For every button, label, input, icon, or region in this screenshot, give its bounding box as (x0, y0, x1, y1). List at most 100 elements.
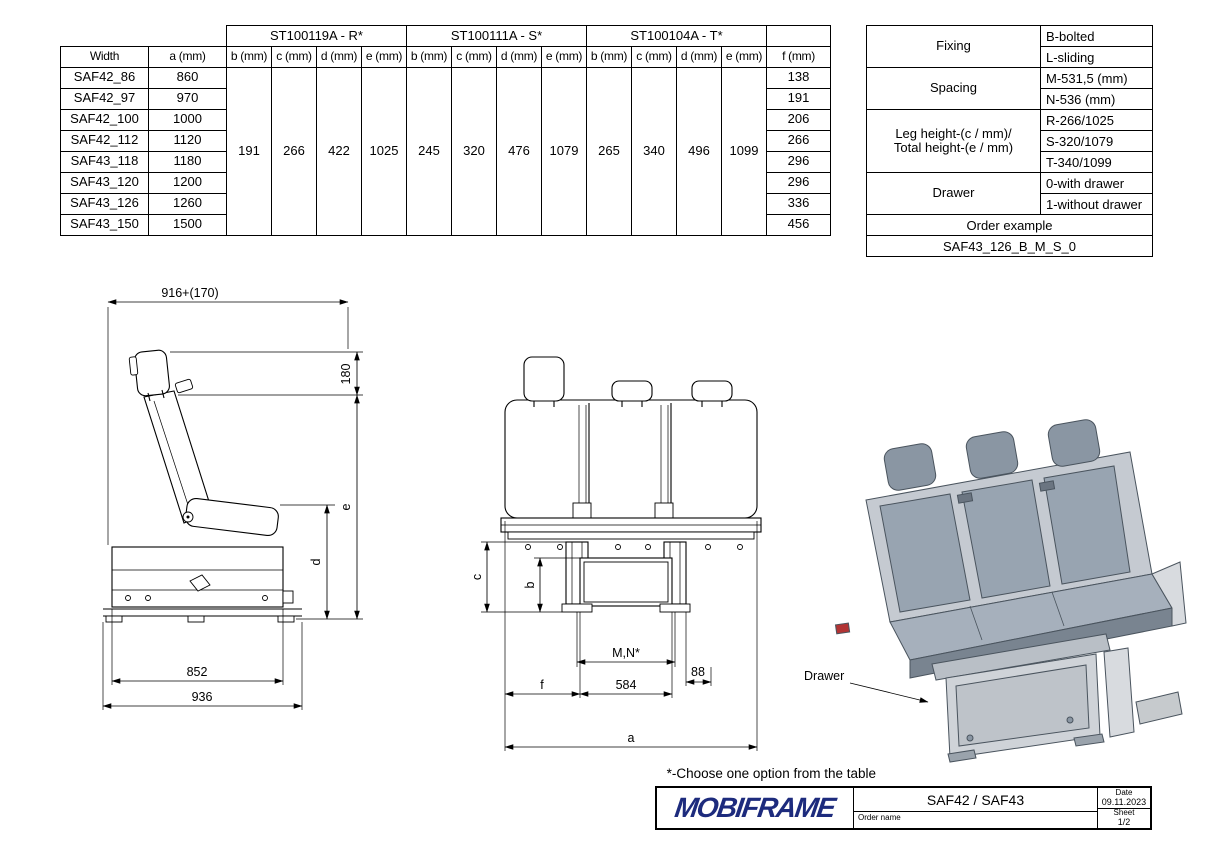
f-header: f (mm) (766, 45, 831, 68)
fixing-option: B-bolted (1040, 25, 1153, 47)
spacing-label: Spacing (866, 67, 1041, 110)
shared-b-cell: 245 (406, 66, 452, 236)
a-cell: 1180 (148, 150, 227, 173)
f-cell: 191 (766, 87, 831, 110)
width-cell: SAF43_120 (60, 171, 149, 194)
shared-b-cell: 191 (226, 66, 272, 236)
table-row: N-536 (mm) (867, 88, 1153, 110)
dim-label-d: d (309, 558, 323, 565)
table-row: T-340/1099 (867, 151, 1153, 173)
seat-side-profile (103, 349, 302, 623)
c-header: c (mm) (271, 45, 317, 68)
a-cell: 1120 (148, 129, 227, 152)
group-header-row: ST100119A - R* ST100111A - S* ST100104A … (61, 25, 831, 47)
table-row: Drawer 0-with drawer (866, 172, 1153, 215)
spacing-option: M-531,5 (mm) (1040, 67, 1153, 89)
blank-f-header (766, 25, 831, 47)
dim-label-mn: M,N* (612, 646, 640, 660)
date-label: Date (1115, 787, 1133, 797)
width-cell: SAF43_118 (60, 150, 149, 173)
title-block-middle: SAF42 / SAF43 Order name (854, 788, 1098, 828)
d-header: d (mm) (676, 45, 722, 68)
title-block: MOBIFRAME SAF42 / SAF43 Order name Date … (655, 786, 1152, 830)
sheet-cell: Sheet 1/2 (1098, 809, 1150, 828)
shared-d-cell: 496 (676, 66, 722, 236)
width-cell: SAF43_150 (60, 213, 149, 236)
drawer-label: Drawer (866, 172, 1041, 215)
order-name-label: Order name (858, 813, 901, 822)
table-row: SAF43_126 1260 336 (60, 192, 831, 215)
width-cell: SAF42_112 (60, 129, 149, 152)
mobiframe-logo: MOBIFRAME (657, 788, 854, 828)
heights-label: Leg height-(c / mm)/ Total height-(e / m… (866, 109, 1041, 173)
drawing-title: SAF42 / SAF43 (854, 788, 1097, 812)
blank-corner (61, 26, 227, 47)
bench-3d-render (834, 419, 1187, 763)
sheet-label: Sheet (1113, 808, 1135, 818)
date-cell: Date 09.11.2023 (1098, 787, 1150, 810)
width-cell: SAF43_126 (60, 192, 149, 215)
table-row: L-sliding (867, 46, 1153, 68)
title-block-right: Date 09.11.2023 Sheet 1/2 (1098, 788, 1150, 828)
spacing-option: N-536 (mm) (1040, 88, 1153, 110)
sheet-value: 1/2 (1117, 817, 1131, 828)
dimensions-table: ST100119A - R* ST100111A - S* ST100104A … (60, 25, 831, 236)
shared-e-cell: 1099 (721, 66, 767, 236)
d-header: d (mm) (316, 45, 362, 68)
f-cell: 336 (766, 192, 831, 215)
dim-label-88: 88 (691, 665, 705, 679)
table-row: SAF43_126_B_M_S_0 (866, 235, 1153, 257)
dim-label-a: a (628, 731, 635, 745)
dim-label-936: 936 (192, 690, 213, 704)
a-cell: 860 (148, 66, 227, 89)
table-row: Spacing M-531,5 (mm) (866, 67, 1153, 110)
height-option: S-320/1079 (1040, 130, 1153, 152)
dim-label-916: 916+(170) (161, 286, 218, 300)
b-header: b (mm) (226, 45, 272, 68)
d-header: d (mm) (496, 45, 542, 68)
e-header: e (mm) (721, 45, 767, 68)
table-row: Fixing B-bolted (866, 25, 1153, 68)
group-header-t: ST100104A - T* (586, 25, 767, 47)
f-cell: 456 (766, 213, 831, 236)
a-cell: 1000 (148, 108, 227, 131)
width-cell: SAF42_86 (60, 66, 149, 89)
shared-d-cell: 422 (316, 66, 362, 236)
drawer-option: 0-with drawer (1040, 172, 1153, 194)
side-dimensions: 916+(170) 180 e d 852 936 (102, 286, 363, 710)
group-header-s: ST100111A - S* (406, 25, 587, 47)
table-row: SAF43_150 1500 456 (60, 213, 831, 236)
shared-e-cell: 1025 (361, 66, 407, 236)
shared-c-cell: 340 (631, 66, 677, 236)
shared-c-cell: 320 (451, 66, 497, 236)
side-view-drawing: 916+(170) 180 e d 852 936 (102, 286, 363, 710)
bench-front-profile (500, 356, 762, 613)
f-cell: 296 (766, 171, 831, 194)
dim-label-180: 180 (339, 364, 353, 385)
date-value: 09.11.2023 (1101, 796, 1147, 807)
drawer-label: Drawer (804, 669, 844, 683)
dim-label-e: e (339, 503, 353, 510)
shared-b-cell: 265 (586, 66, 632, 236)
logo-text: MOBIFRAME (673, 792, 837, 823)
width-cell: SAF42_97 (60, 87, 149, 110)
front-dimensions: c b M,N* 88 f 584 a (470, 521, 758, 751)
group-header-r: ST100119A - R* (226, 25, 407, 47)
c-header: c (mm) (451, 45, 497, 68)
f-cell: 206 (766, 108, 831, 131)
table-row: Leg height-(c / mm)/ Total height-(e / m… (866, 109, 1153, 173)
width-cell: SAF42_100 (60, 108, 149, 131)
a-cell: 1500 (148, 213, 227, 236)
dim-label-c: c (470, 574, 484, 580)
f-cell: 296 (766, 150, 831, 173)
fixing-option: L-sliding (1040, 46, 1153, 68)
shared-c-cell: 266 (271, 66, 317, 236)
order-example-label: Order example (866, 214, 1153, 236)
b-header: b (mm) (586, 45, 632, 68)
table-row: SAF43_120 1200 296 (60, 171, 831, 194)
width-header: Width (60, 45, 149, 68)
a-cell: 1200 (148, 171, 227, 194)
a-cell: 970 (148, 87, 227, 110)
table-row: SAF42_86 860 191 266 422 1025 245 320 47… (60, 66, 831, 236)
